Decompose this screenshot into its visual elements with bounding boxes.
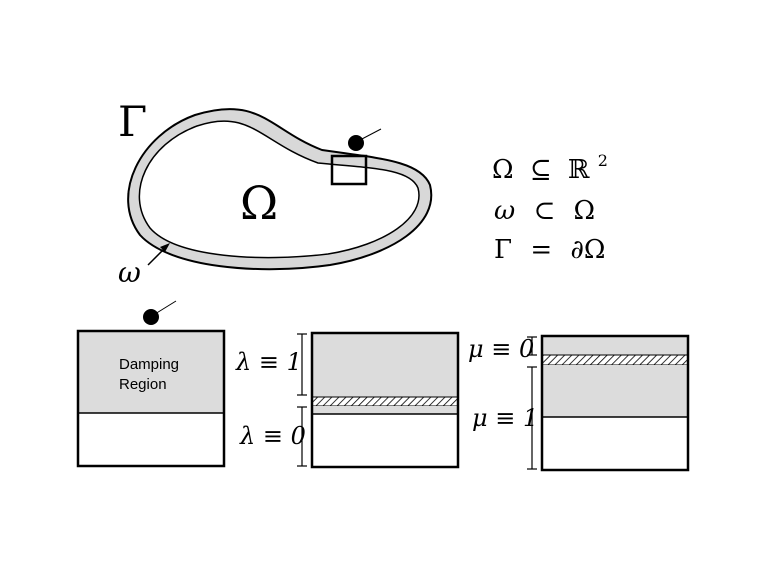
panel-pointer (143, 300, 177, 325)
mu-top-label: μ ≡ 0 (468, 335, 534, 363)
mu-top-bracket (527, 336, 537, 356)
equation-layer-subset: ω ⊂ Ω (494, 196, 595, 226)
panel-frame (310, 331, 460, 469)
panel-mu: μ ≡ 0 μ ≡ 1 (468, 334, 690, 472)
equation-boundary: Γ = ∂Ω (494, 235, 605, 265)
lambda-top-label: λ ≡ 1 (235, 348, 302, 376)
lambda-bottom-label: λ ≡ 0 (239, 422, 306, 450)
panel-damping-region: Damping Region (76, 300, 226, 468)
boundary-symbol: Γ (118, 97, 147, 146)
zoom-box (330, 154, 368, 186)
layer-symbol: ω (118, 256, 141, 289)
panel-lambda: λ ≡ 1 λ ≡ 0 (235, 331, 460, 469)
damping-label-line1: Damping (119, 356, 179, 373)
zoom-pointer (348, 128, 382, 151)
mu-bottom-bracket (527, 366, 537, 470)
hatched-strip (311, 396, 459, 407)
layer-arrow (147, 243, 170, 266)
domain-interior (138, 120, 420, 259)
panel-frame (76, 329, 226, 468)
equation-domain-subset: Ω ⊆ ℝ 2 (492, 151, 608, 185)
panel-frame (540, 334, 690, 472)
damping-fill (78, 331, 224, 413)
lambda-top-bracket (297, 333, 307, 396)
domain-figure: Γ Ω ω (118, 97, 433, 289)
hatched-strip (541, 354, 689, 366)
damping-label-line2: Region (119, 376, 167, 393)
mu-bottom-label: μ ≡ 1 (472, 404, 538, 432)
lambda-bottom-bracket (297, 406, 307, 467)
equations: Ω ⊆ ℝ 2 ω ⊂ Ω Γ = ∂Ω (492, 151, 608, 265)
domain-symbol: Ω (240, 176, 278, 230)
